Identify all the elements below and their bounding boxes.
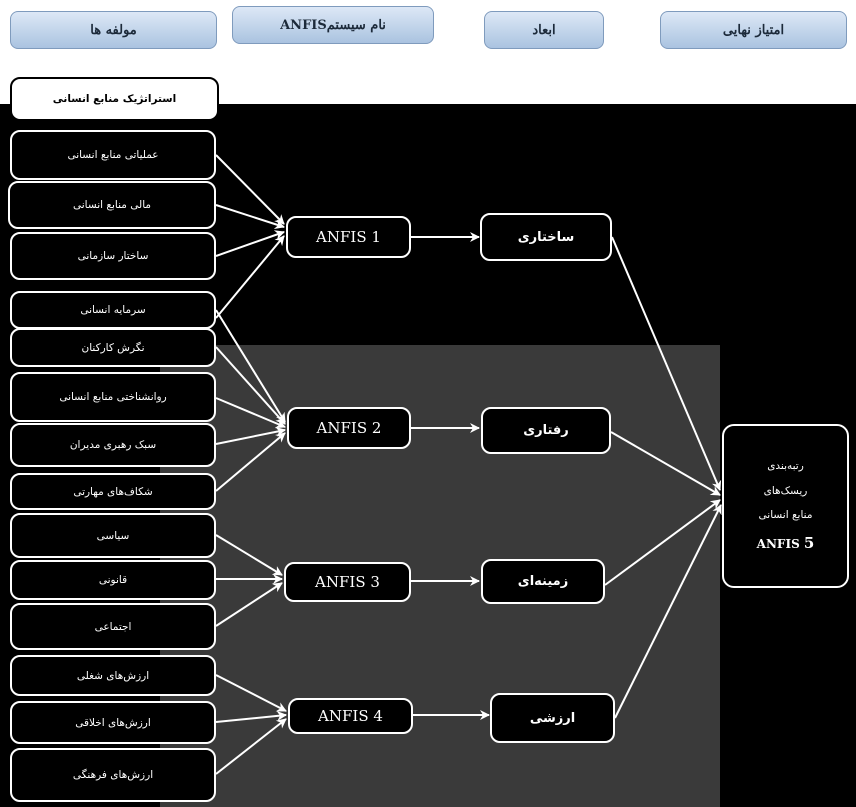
- dimension-box: رفتاری: [481, 407, 611, 454]
- final-anfis-number: 5: [803, 533, 815, 552]
- anfis-box: ANFIS 2: [287, 407, 411, 449]
- final-line-2: ریسک‌های: [763, 484, 808, 497]
- component-box: عملیاتی منابع انسانی: [10, 130, 216, 180]
- header-components: مولفه ها: [10, 11, 217, 49]
- component-box: مالی منابع انسانی: [8, 181, 216, 229]
- component-box: شکاف‌های مهارتی: [10, 473, 216, 510]
- dimension-box: زمینه‌ای: [481, 559, 605, 604]
- component-box: ارزش‌های شغلی: [10, 655, 216, 696]
- component-box: سرمایه انسانی: [10, 291, 216, 329]
- watermark-pattern: [160, 345, 720, 807]
- header-system-name: نام سیستمANFIS: [232, 6, 434, 44]
- dimension-box: ارزشی: [490, 693, 615, 743]
- component-box: قانونی: [10, 560, 216, 600]
- header-final-score: امتیاز نهایی: [660, 11, 847, 49]
- dimension-box: ساختاری: [480, 213, 612, 261]
- component-box: ارزش‌های فرهنگی: [10, 748, 216, 802]
- component-box: نگرش کارکنان: [10, 328, 216, 367]
- component-box: روانشناختی منابع انسانی: [10, 372, 216, 422]
- final-anfis-label: ANFIS 5: [757, 534, 815, 552]
- final-line-3: منابع انسانی: [758, 509, 813, 522]
- component-box: استراتژیک منابع انسانی: [10, 77, 219, 121]
- anfis-box: ANFIS 4: [288, 698, 413, 734]
- anfis-box: ANFIS 3: [284, 562, 411, 602]
- final-anfis-text: ANFIS: [756, 536, 800, 551]
- final-ranking-box: رتبه‌بندی ریسک‌های منابع انسانی ANFIS 5: [722, 424, 849, 588]
- header-dimensions: ابعاد: [484, 11, 604, 49]
- component-box: ارزش‌های اخلاقی: [10, 701, 216, 744]
- component-box: سیاسی: [10, 513, 216, 558]
- component-box: ساختار سازمانی: [10, 232, 216, 280]
- anfis-box: ANFIS 1: [286, 216, 411, 258]
- final-line-1: رتبه‌بندی: [767, 460, 804, 473]
- component-box: سبک رهبری مدیران: [10, 423, 216, 467]
- component-box: اجتماعی: [10, 603, 216, 650]
